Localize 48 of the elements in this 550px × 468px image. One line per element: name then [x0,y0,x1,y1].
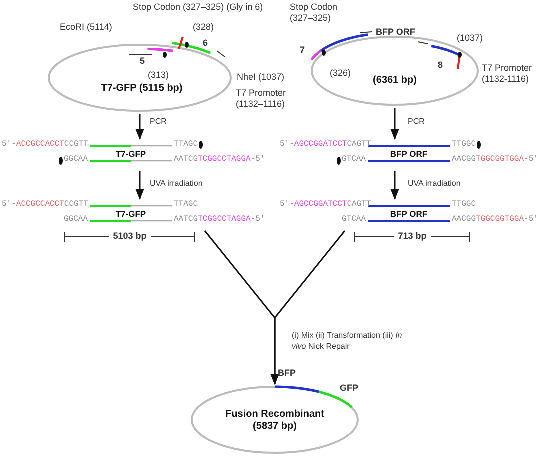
plasmid-map [190,385,360,455]
dna-sequence: GTCAA [342,155,366,165]
dna-sequence: GTCAA [342,215,366,225]
part-number: 8 [438,60,444,71]
plasmid-name: T7-GFP (5115 bp) [100,83,184,95]
edge-label: UVA irradiation [408,178,461,189]
annotation: T7 Promoter (1132–1116) [236,88,288,110]
dimension-label: 5103 bp [65,231,195,242]
annotation: (326) [330,68,352,79]
edge-label: UVA irradiation [150,178,203,189]
annotation: (1037) [457,33,484,44]
dna-sequence: TTGGC [452,140,476,150]
dna-sequence: TTAGC [174,200,198,210]
arrow [390,171,400,200]
plasmid-name: Fusion Recombinant (5837 bp) [225,409,325,433]
part-number: BFP ORF [376,27,416,38]
dna-sequence: TTGGC [452,200,476,210]
annotation: EcoRI (5114) [60,22,112,33]
annotation: (328) [193,22,214,33]
dna-sequence: AACGGTGGCGGTGGA-5' [452,215,538,225]
annotation: Stop Codon (327–325) [290,2,339,24]
part-number: BFP [278,368,296,379]
annotation: Stop Codon (327–325) (Gly in 6) [133,2,264,13]
part-number: 6 [203,38,208,49]
dna-sequence: 5'-AGCCGGATCCTCAGTT [280,140,372,150]
annotation: T7 Promoter (1132-1116) [482,63,534,85]
dna-sequence: AACGGTGGCGGTGGA-5' [452,155,538,165]
dna-sequence: 5'-ACCGCCACCTCCGTT [2,200,88,210]
arrow [390,108,400,140]
arrow [136,171,144,200]
dna-sequence: AATCGTCGGCCTAGGA-5' [174,155,266,165]
dna-sequence: GGCAA [64,155,88,165]
edge-label: PCR [150,116,167,127]
part-number: 5 [140,56,146,67]
dna-sequence: TTAGC [174,140,198,150]
part-number: GFP [340,383,359,394]
dna-sequence: 5'-ACCGCCACCTCCGTT [2,140,88,150]
annotation: NheI (1037) [237,72,285,83]
edge-label: PCR [408,116,425,127]
annotation: (313) [148,70,170,81]
arrow [270,230,346,386]
plasmid-name: (6361 bp) [372,75,418,87]
dna-sequence: GGCAA [64,215,88,225]
dna-sequence: AATCGTCGGCCTAGGA-5' [174,215,266,225]
dimension-label: 713 bp [355,231,470,242]
part-number: 7 [300,45,306,56]
dna-sequence: 5'-AGCCGGATCCTCAGTT [280,200,372,210]
arrow [136,114,144,140]
